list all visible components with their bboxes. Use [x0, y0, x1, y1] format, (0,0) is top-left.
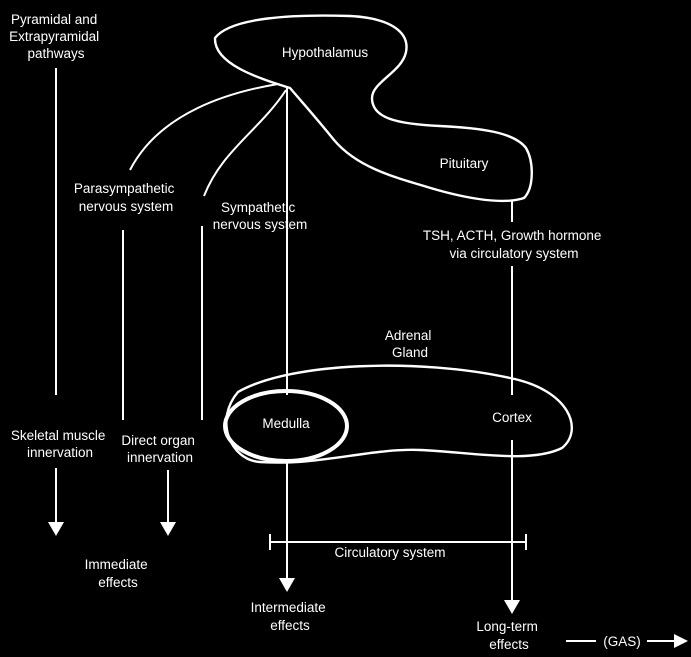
intermediate-effects-label: Intermediate effects [251, 600, 330, 633]
circulatory-system-label: Circulatory system [334, 545, 445, 560]
medulla-label: Medulla [262, 416, 310, 431]
parasympathetic-pathway-curve [129, 83, 279, 171]
gas-label: (GAS) [603, 634, 641, 649]
pituitary-label: Pituitary [440, 156, 489, 171]
gas-arrowhead [674, 634, 688, 648]
adrenal-gland-label: Adrenal Gland [385, 328, 435, 360]
intermediate-arrowhead [279, 578, 295, 592]
adrenal-gland-outline [225, 364, 573, 464]
parasympathetic-label: Parasympathetic nervous system [74, 181, 178, 214]
hypothalamus-pituitary-outline [213, 14, 533, 203]
direct-organ-label: Direct organ innervation [121, 433, 198, 465]
medulla-outline [223, 389, 349, 463]
skeletal-muscle-label: Skeletal muscle innervation [11, 428, 109, 460]
sympathetic-label: Sympathetic nervous system [213, 200, 308, 232]
sympathetic-pathway-curve [203, 89, 287, 197]
cortex-label: Cortex [492, 410, 532, 425]
pyramidal-label: Pyramidal and Extrapyramidal pathways [9, 12, 103, 61]
hormones-label: TSH, ACTH, Growth hormone via circulator… [423, 228, 605, 261]
skeletal-arrowhead [48, 522, 64, 536]
hypothalamus-label: Hypothalamus [282, 45, 369, 60]
long-term-effects-label: Long-term effects [476, 619, 541, 652]
immediate-effects-label: Immediate effects [85, 557, 152, 590]
direct-organ-arrowhead [160, 522, 176, 536]
long-term-arrowhead [504, 600, 520, 614]
